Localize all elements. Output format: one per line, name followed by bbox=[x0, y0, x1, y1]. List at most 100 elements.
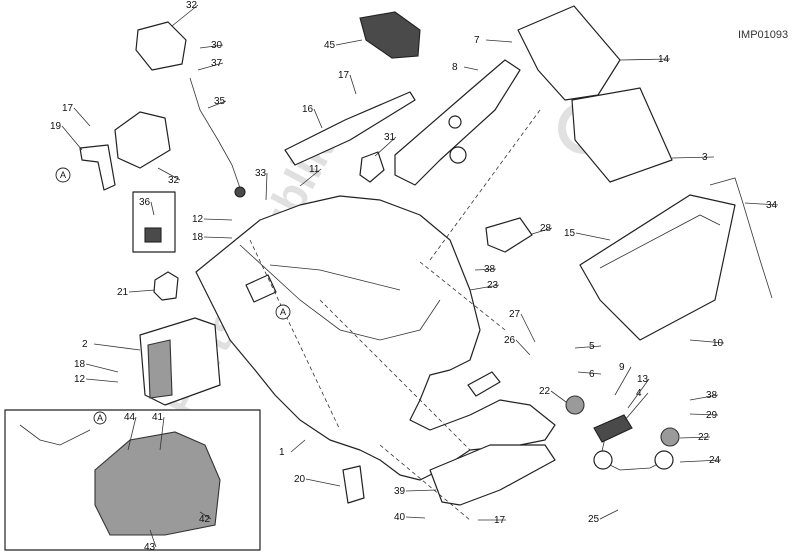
callout-leader bbox=[73, 107, 91, 127]
callout-leader bbox=[207, 100, 227, 109]
tray-slot bbox=[467, 371, 501, 397]
callout-leader bbox=[197, 62, 224, 71]
callout-number: 31 bbox=[384, 132, 396, 143]
part-34-battery-cable bbox=[709, 177, 773, 299]
reference-mark-a: A bbox=[93, 411, 107, 425]
callout-17: 17 bbox=[338, 70, 357, 95]
strap-ring bbox=[593, 450, 613, 470]
callout-number: 6 bbox=[589, 369, 595, 380]
callout-leader bbox=[405, 489, 437, 492]
callout-leader bbox=[128, 289, 156, 293]
part-20-rubber-pad bbox=[342, 465, 365, 504]
part-19-bracket bbox=[79, 144, 116, 191]
callout-37: 37 bbox=[197, 58, 224, 71]
callout-leader bbox=[374, 136, 397, 157]
callout-leader bbox=[85, 363, 119, 373]
callout-leader bbox=[150, 201, 155, 216]
callout-leader bbox=[305, 478, 341, 487]
callout-number: 45 bbox=[324, 40, 336, 51]
callout-44: 44 bbox=[124, 412, 137, 451]
callout-5: 5 bbox=[574, 341, 602, 352]
callout-25: 25 bbox=[588, 509, 619, 525]
part-22-knob bbox=[660, 427, 680, 447]
part-44-41-42-43-insulation bbox=[94, 431, 221, 536]
inset-edge bbox=[19, 424, 91, 446]
callout-39: 39 bbox=[394, 486, 437, 497]
callout-number: 10 bbox=[712, 338, 724, 349]
callout-26: 26 bbox=[504, 335, 531, 356]
callout-number: 9 bbox=[619, 362, 625, 373]
callout-number: 2 bbox=[82, 339, 88, 350]
callout-43: 43 bbox=[144, 529, 157, 553]
callout-number: 27 bbox=[509, 309, 521, 320]
callout-leader bbox=[93, 343, 141, 351]
part-45-top-cover bbox=[359, 11, 421, 59]
tray-window bbox=[245, 274, 277, 303]
callout-number: 11 bbox=[309, 164, 320, 175]
callout-40: 40 bbox=[394, 512, 426, 523]
callout-leader bbox=[671, 156, 715, 159]
callout-41: 41 bbox=[152, 412, 165, 451]
callout-number: 13 bbox=[637, 374, 649, 385]
callout-leader bbox=[744, 202, 779, 206]
callout-35: 35 bbox=[207, 96, 227, 109]
callout-leader bbox=[574, 345, 602, 349]
part-35-ground-cable bbox=[189, 77, 241, 189]
callout-number: 39 bbox=[394, 486, 406, 497]
callout-16: 16 bbox=[302, 104, 323, 129]
callout-7: 7 bbox=[474, 35, 513, 46]
callout-24: 24 bbox=[679, 455, 722, 466]
callout-number: 34 bbox=[766, 200, 778, 211]
callout-leader bbox=[463, 66, 479, 71]
guide-line bbox=[429, 109, 541, 261]
callout-number: 28 bbox=[540, 223, 552, 234]
diagram-code: IMP01093 bbox=[738, 29, 788, 41]
callout-leader bbox=[619, 58, 671, 61]
callout-29: 29 bbox=[689, 410, 719, 421]
callout-leader bbox=[199, 44, 224, 49]
callout-number: 33 bbox=[255, 168, 267, 179]
part-16-comb-bracket bbox=[284, 91, 416, 166]
callout-22: 22 bbox=[679, 432, 711, 443]
control-unit-connector bbox=[147, 339, 173, 399]
callout-19: 19 bbox=[50, 121, 83, 151]
callout-number: 38 bbox=[484, 264, 496, 275]
guide-line bbox=[379, 444, 471, 521]
callout-number: 25 bbox=[588, 514, 600, 525]
callout-number: 5 bbox=[589, 341, 595, 352]
part-21-rubber-mount bbox=[153, 271, 179, 301]
callout-number: 14 bbox=[658, 54, 670, 65]
callout-12: 12 bbox=[74, 374, 119, 385]
callout-6: 6 bbox=[577, 369, 602, 380]
callout-number: 16 bbox=[302, 104, 314, 115]
callout-number: 23 bbox=[487, 280, 499, 291]
callout-number: 30 bbox=[211, 40, 223, 51]
callout-leader bbox=[157, 167, 181, 181]
tray-rib bbox=[269, 264, 401, 291]
part-22-knob bbox=[565, 395, 585, 415]
callout-32: 32 bbox=[157, 167, 181, 186]
callout-leader bbox=[689, 339, 725, 344]
callout-number: 22 bbox=[539, 386, 551, 397]
callout-number: 32 bbox=[186, 0, 198, 11]
callout-2: 2 bbox=[82, 339, 141, 351]
callout-45: 45 bbox=[324, 39, 363, 51]
part-15-battery bbox=[579, 194, 736, 341]
callout-number: 18 bbox=[74, 359, 86, 370]
callout-leader bbox=[299, 168, 322, 187]
callout-number: 40 bbox=[394, 512, 406, 523]
callout-38: 38 bbox=[474, 264, 497, 275]
callout-leader bbox=[575, 232, 611, 241]
callout-33: 33 bbox=[255, 168, 268, 201]
callout-leader bbox=[127, 416, 137, 451]
callout-4: 4 bbox=[624, 388, 649, 421]
callout-number: 42 bbox=[199, 514, 211, 525]
callout-number: 44 bbox=[124, 412, 136, 423]
strap-ring bbox=[654, 450, 674, 470]
part-32-relay bbox=[135, 21, 187, 71]
callout-leader bbox=[679, 459, 722, 463]
guide-line bbox=[249, 239, 341, 431]
